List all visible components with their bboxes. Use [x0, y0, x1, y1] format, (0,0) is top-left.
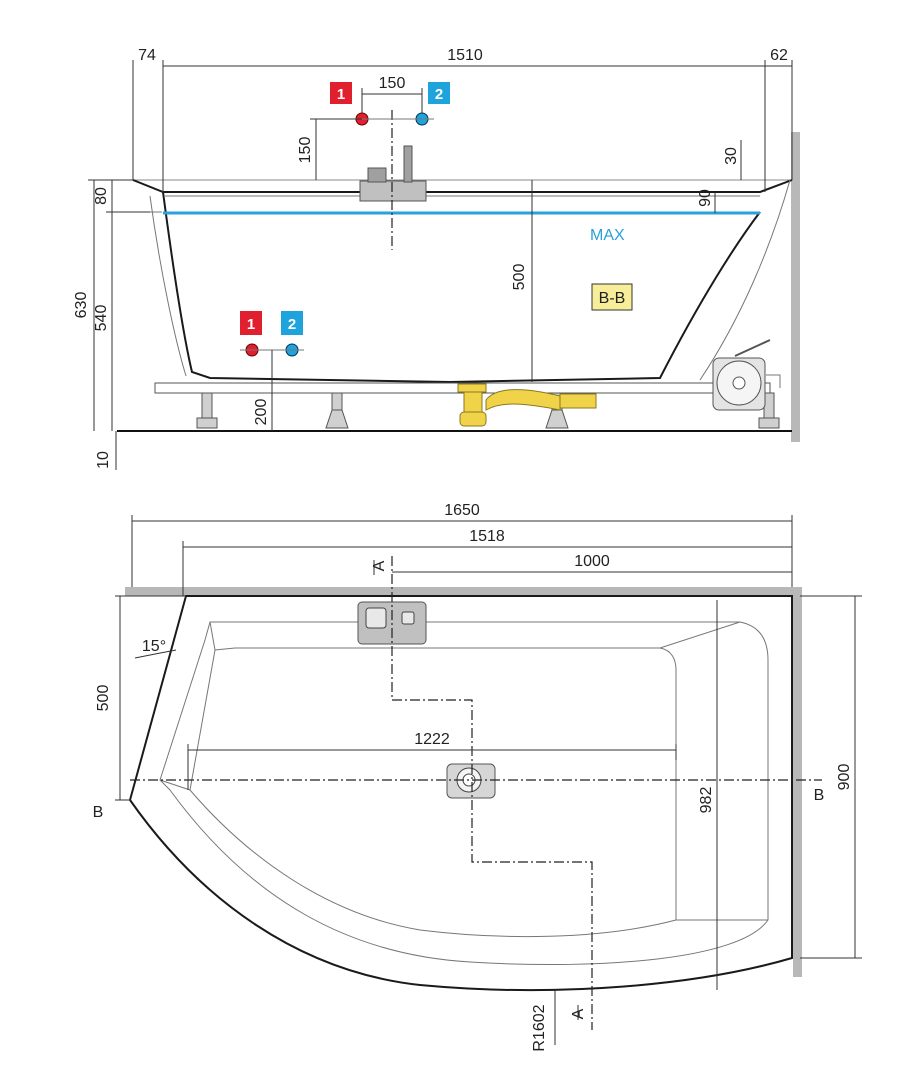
dim-90: 90: [697, 189, 714, 207]
dim-500-water: 500: [511, 264, 528, 291]
marker-cold-bottom: 2: [288, 316, 296, 333]
dim-500-left: 500: [95, 685, 112, 712]
dim-62: 62: [770, 47, 788, 64]
support-feet: [196, 392, 780, 429]
section-b-left-label: B: [93, 804, 104, 821]
dim-150-spacing: 150: [379, 75, 406, 92]
dim-15deg: 15°: [142, 638, 166, 655]
marker-cold-top: 2: [435, 86, 443, 103]
tub-outer-left: [149, 195, 187, 377]
dim-150-height: 150: [297, 137, 314, 164]
dim-982: 982: [698, 787, 715, 814]
dim-74: 74: [138, 47, 156, 64]
side-dimensions: [88, 60, 793, 470]
wall-right: [791, 132, 800, 442]
rim-inner: [117, 195, 760, 213]
side-view: MAX: [73, 47, 800, 470]
faucet: [359, 145, 427, 202]
tub-body: [162, 191, 761, 384]
section-bb-label: B-B: [599, 290, 626, 307]
inner-rim-top: [159, 621, 769, 966]
tap-markers-bottom: 1 2: [240, 311, 304, 357]
pump-motor: [712, 339, 781, 411]
dim-80: 80: [93, 187, 110, 205]
section-tag-bb: [591, 283, 633, 311]
drain: [446, 763, 496, 799]
dim-1510: 1510: [447, 47, 483, 64]
dim-1518: 1518: [469, 528, 505, 545]
dim-200: 200: [253, 399, 270, 426]
rim-outline: [132, 179, 793, 193]
tub-outer-right: [699, 179, 791, 381]
top-view: 1650 1518 1000 15° 500 1222 982 900 R160…: [93, 502, 862, 1052]
dim-30: 30: [723, 147, 740, 165]
basin-top: [189, 647, 677, 938]
section-a-top-label: A: [371, 560, 388, 571]
tub-outline-top: [128, 595, 793, 992]
marker-hot-bottom: 1: [247, 316, 255, 333]
section-a-bottom-label: A: [570, 1008, 587, 1019]
dim-1650: 1650: [444, 502, 480, 519]
basin-corners: [159, 621, 768, 921]
dim-540: 540: [93, 305, 110, 332]
siphon: [457, 383, 597, 427]
dim-1222: 1222: [414, 731, 450, 748]
dim-630: 630: [73, 292, 90, 319]
top-dimensions: [115, 515, 862, 1045]
dim-1000: 1000: [574, 553, 610, 570]
max-label: MAX: [590, 227, 625, 244]
dim-900: 900: [836, 764, 853, 791]
wall-top: [125, 587, 793, 596]
dim-r1602: R1602: [531, 1004, 548, 1051]
dim-10: 10: [95, 451, 112, 469]
marker-hot-top: 1: [337, 86, 345, 103]
wall-right-top-view: [793, 587, 802, 977]
section-b-right-label: B: [814, 787, 825, 804]
